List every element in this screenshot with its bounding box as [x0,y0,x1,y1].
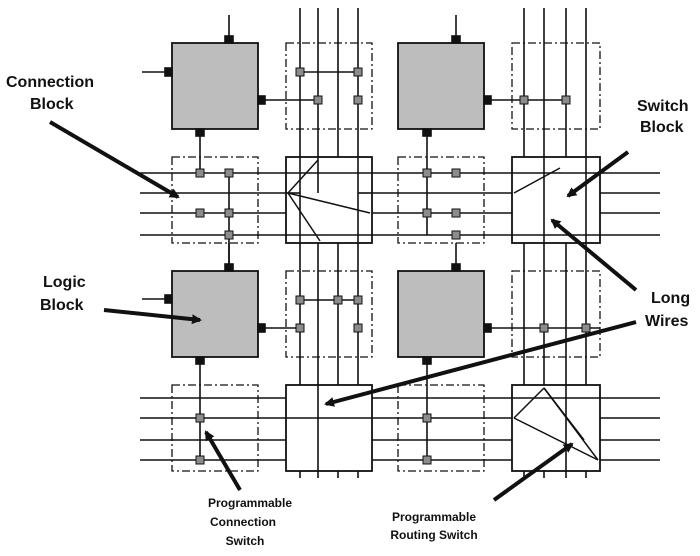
arrow-routing-switch [492,442,574,502]
arrow-long-wires-2 [324,320,637,407]
switch-block-3 [285,384,373,472]
label-programmable-routing-switch-line1: Programmable [392,510,476,524]
label-switch-block-line2: Block [640,119,684,136]
connection-blocks [171,42,601,472]
switch-block-passthrough-wires [286,157,600,471]
label-programmable-connection-switch-line2: Connection [210,515,276,529]
arrow-logic-block [103,308,202,325]
programmable-connection-switches [195,67,591,465]
arrow-connection-block [48,120,180,199]
arrow-connection-switch [204,430,242,492]
logic-block-3 [171,270,259,358]
label-programmable-routing-switch-line2: Routing Switch [390,528,477,542]
connection-block-h4 [397,384,485,472]
routing-switch-connections [287,159,599,461]
logic-block-2 [397,42,485,130]
label-long-wires-line2: Wires [645,313,689,330]
connection-block-v2 [511,42,601,130]
label-programmable-connection-switch-line3: Switch [226,534,265,548]
switch-block-1 [285,156,373,244]
logic-blocks [171,42,485,358]
label-connection-block-line1: Connection [6,74,94,91]
logic-block-4 [397,270,485,358]
logic-block-1 [171,42,259,130]
arrow-switch-block [566,150,630,198]
label-programmable-connection-switch-line1: Programmable [208,496,292,510]
connection-block-h3 [171,384,259,472]
label-long-wires-line1: Long [651,290,690,307]
label-switch-block-line1: Switch [637,98,689,115]
connection-lines [228,71,358,301]
arrow-long-wires-1 [550,218,638,292]
connection-block-v1 [285,42,373,130]
connection-block-h2 [397,156,485,244]
label-logic-block-line1: Logic [43,274,86,291]
pointer-arrows [48,120,638,502]
connection-block-h1 [171,156,259,244]
label-logic-block-line2: Block [40,297,84,314]
connection-block-v3 [285,270,373,358]
connection-block-v4 [511,270,601,358]
label-connection-block-line2: Block [30,96,74,113]
